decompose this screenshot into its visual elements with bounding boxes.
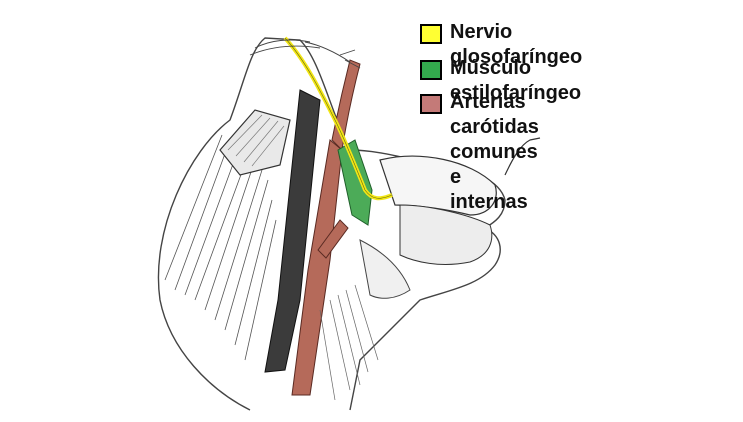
jugular-vein <box>264 89 321 373</box>
legend-label-artery: Arterias carótidas comunes e internas <box>450 91 539 213</box>
carotid-branch <box>317 219 349 259</box>
tongue-muscles <box>399 204 493 265</box>
lip-line <box>504 137 541 176</box>
mastoid-muscle-block <box>219 109 291 176</box>
legend-item-nerve: Nervio glosofaríngeo <box>420 20 582 70</box>
legend-item-artery: Arterias carótidas comunes e internas <box>420 90 539 215</box>
legend-swatch-artery <box>420 94 442 114</box>
legend-swatch-muscle <box>420 60 442 80</box>
carotid-artery-internal <box>331 59 361 152</box>
legend-label-muscle: Músculo estilofaríngeo <box>450 57 582 104</box>
legend-swatch-nerve <box>420 24 442 44</box>
legend-item-muscle: Músculo estilofaríngeo <box>420 56 581 106</box>
stylopharyngeus-muscle <box>337 139 373 226</box>
cranial-nerve-bundle <box>249 39 361 69</box>
anterior-neck-fibres <box>319 284 379 401</box>
legend-label-nerve: Nervio glosofaríngeo <box>450 21 583 68</box>
hyoid-region <box>359 239 411 299</box>
